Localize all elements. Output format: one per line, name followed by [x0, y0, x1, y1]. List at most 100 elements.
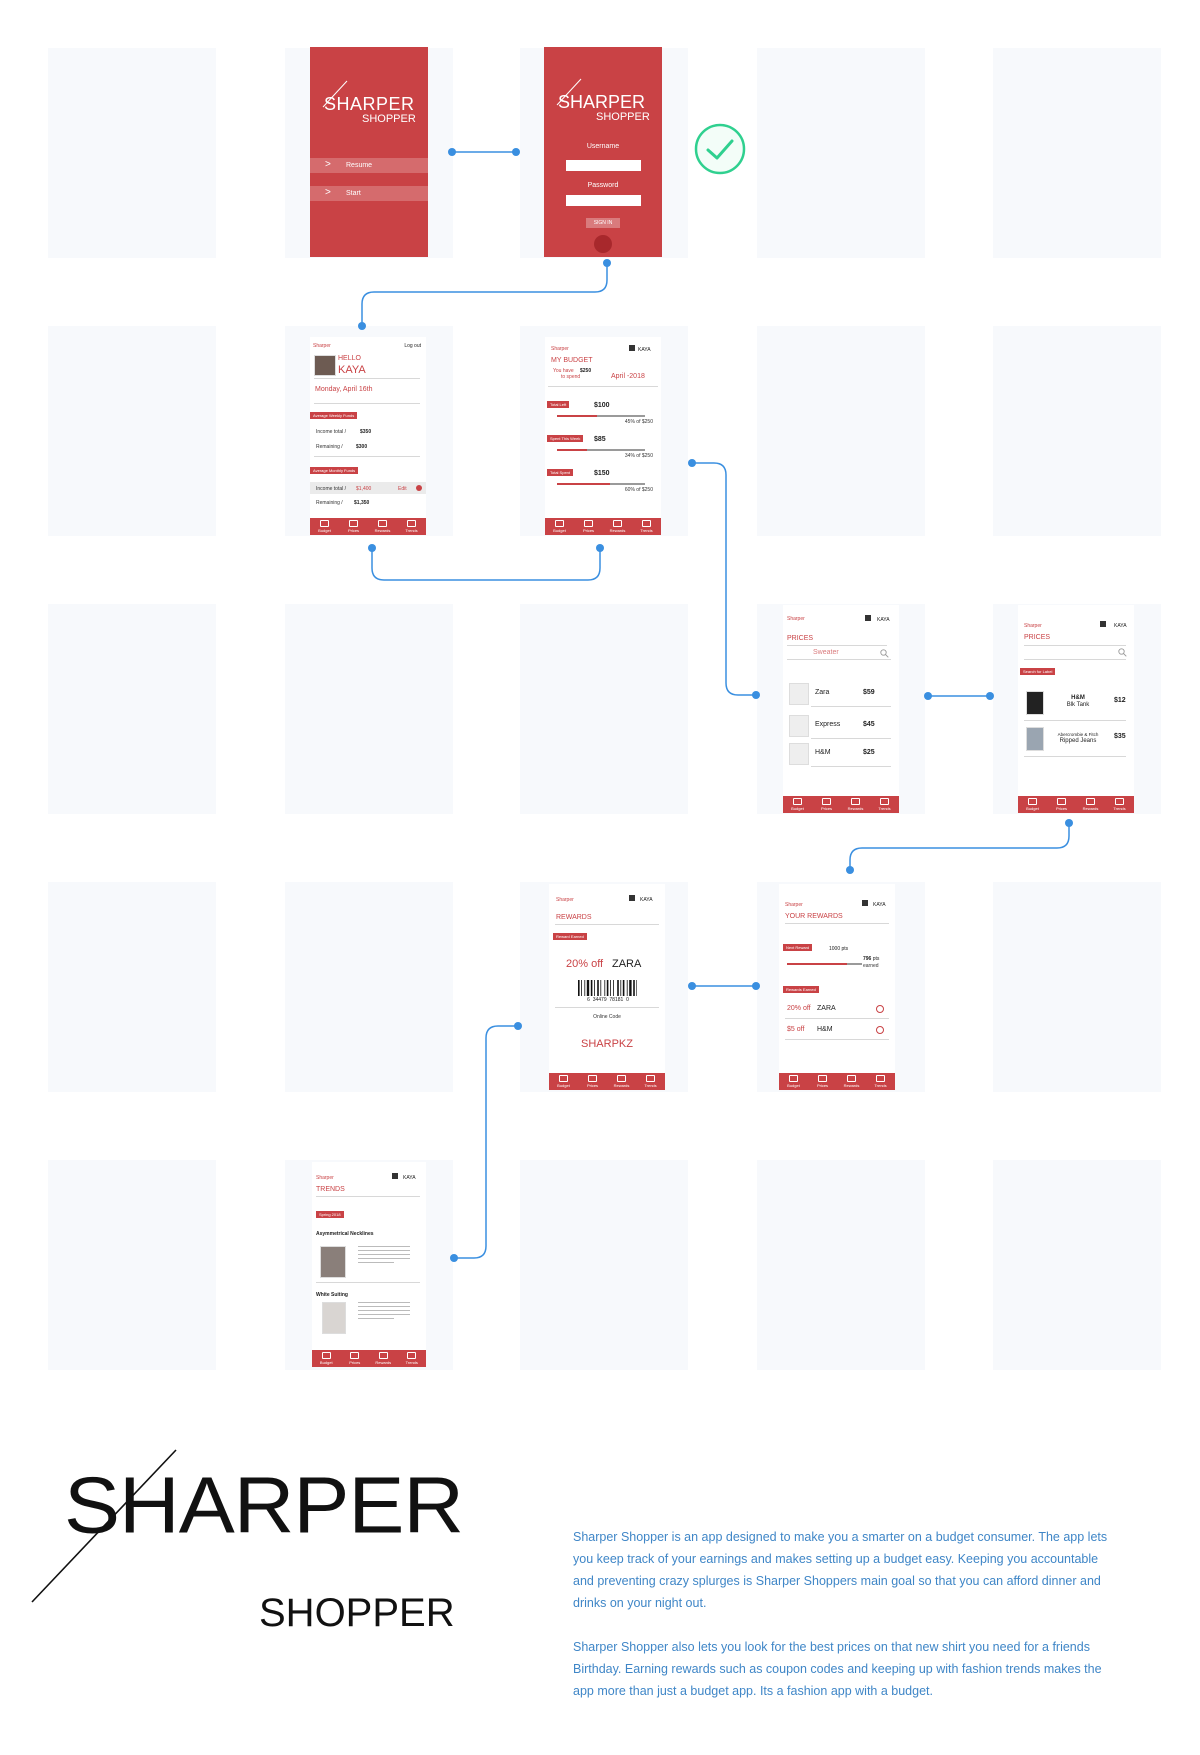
grid-cell-r5-c5 — [993, 1160, 1161, 1370]
barcode-bar — [594, 980, 595, 996]
logout-link[interactable]: Log out — [404, 343, 421, 349]
price-list-item[interactable]: H&M$25 — [783, 743, 899, 769]
nav-item-rewards[interactable]: Rewards — [1076, 796, 1105, 813]
nav-item-prices[interactable]: Prices — [341, 1350, 370, 1367]
greeting: HELLO — [338, 355, 361, 362]
nav-item-budget[interactable]: Budget — [545, 518, 574, 535]
nav-item-trends[interactable]: Trends — [397, 518, 426, 535]
edit-button[interactable]: Edit — [398, 486, 407, 492]
trend-section-1: Asymmetrical Necklines — [316, 1231, 374, 1237]
nav-item-trends[interactable]: Trends — [636, 1073, 665, 1090]
have-amount: $250 — [580, 368, 592, 374]
rewards-icon — [847, 1075, 856, 1082]
nav-item-budget[interactable]: Budget — [783, 796, 812, 813]
search-input[interactable]: Sweater — [813, 649, 839, 656]
grid-cell-r4-c2 — [285, 882, 453, 1092]
nav-item-rewards[interactable]: Rewards — [607, 1073, 636, 1090]
nav-item-label: Budget — [319, 1360, 333, 1365]
edit-dot-icon — [416, 485, 422, 491]
signin-button[interactable]: SIGN IN — [586, 218, 620, 228]
nav-item-label: Prices — [586, 1083, 599, 1088]
nav-item-prices[interactable]: Prices — [808, 1073, 837, 1090]
page-title: REWARDS — [556, 914, 592, 921]
menu-start-label: Start — [346, 190, 361, 197]
nav-item-label: Rewards — [374, 528, 391, 533]
user-label: KAYA — [638, 347, 651, 353]
product-thumbnail — [1026, 727, 1044, 751]
nav-item-budget[interactable]: Budget — [549, 1073, 578, 1090]
menu-resume[interactable]: > Resume — [310, 158, 428, 173]
budget-amount: $150 — [594, 470, 610, 477]
brand-label: Sharper — [313, 343, 331, 349]
nav-item-trends[interactable]: Trends — [870, 796, 899, 813]
info-icon[interactable] — [876, 1005, 884, 1013]
nav-item-budget[interactable]: Budget — [779, 1073, 808, 1090]
signin-logo-small: SHOPPER — [596, 111, 650, 123]
nav-item-label: Trends — [878, 806, 891, 811]
nav-item-trends[interactable]: Trends — [632, 518, 661, 535]
search-icon[interactable] — [880, 649, 889, 658]
reward-offer: 20% off — [787, 1005, 811, 1012]
price-list-item[interactable]: Zara $59 — [783, 683, 899, 709]
budget-amount: $100 — [594, 402, 610, 409]
reward-offer: $5 off — [787, 1026, 805, 1033]
nav-item-prices[interactable]: Prices — [1047, 796, 1076, 813]
nav-item-prices[interactable]: Prices — [574, 518, 603, 535]
store-name: Zara — [815, 689, 830, 696]
nav-item-budget[interactable]: Budget — [1018, 796, 1047, 813]
trends-icon — [407, 1352, 417, 1359]
nav-item-trends[interactable]: Trends — [866, 1073, 895, 1090]
info-icon[interactable] — [876, 1026, 884, 1034]
fingerprint-icon[interactable] — [594, 235, 612, 253]
nav-item-label: Budget — [791, 806, 804, 811]
price-value: $59 — [863, 689, 875, 696]
avatar-icon — [1100, 621, 1106, 627]
nav-item-rewards[interactable]: Rewards — [603, 518, 632, 535]
trend-section-2: White Suiting — [316, 1292, 348, 1298]
nav-item-trends[interactable]: Trends — [1105, 796, 1134, 813]
nav-item-label: Budget — [318, 528, 331, 533]
prices-search-screen: Sharper KAYA PRICES Search for Label H&M… — [1018, 605, 1134, 813]
nav-item-rewards[interactable]: Rewards — [841, 796, 870, 813]
nav-item-prices[interactable]: Prices — [812, 796, 841, 813]
monthly-income: $1,400 — [356, 486, 372, 492]
password-input[interactable] — [566, 195, 641, 206]
nav-item-prices[interactable]: Prices — [339, 518, 368, 535]
nav-item-rewards[interactable]: Rewards — [368, 518, 397, 535]
nav-item-budget[interactable]: Budget — [312, 1350, 341, 1367]
username-input[interactable] — [566, 160, 641, 171]
search-icon[interactable] — [1118, 648, 1127, 657]
nav-item-budget[interactable]: Budget — [310, 518, 339, 535]
prices-icon — [1057, 798, 1066, 805]
user-label: KAYA — [877, 617, 890, 623]
search-label-tag: Search for Label — [1020, 668, 1056, 675]
weekly-tag: Average Weekly Funds — [310, 412, 358, 419]
brand-logo-small: SHOPPER — [259, 1591, 455, 1635]
avatar-icon — [629, 345, 635, 351]
signin-screen: SHARPER SHOPPER Username Password SIGN I… — [544, 47, 662, 257]
nav-item-label: Prices — [349, 1360, 361, 1365]
nav-item-rewards[interactable]: Rewards — [837, 1073, 866, 1090]
product-brand: H&M — [1071, 695, 1085, 701]
budget-tag: Total Spent — [547, 469, 574, 476]
brand-label: Sharper — [316, 1175, 334, 1181]
monthly-income-row[interactable]: Income total / $1,400 Edit — [310, 482, 426, 494]
online-code[interactable]: SHARPKZ — [581, 1038, 633, 1050]
budget-progress-fill — [557, 483, 610, 485]
description-paragraph-2: Sharper Shopper also lets you look for t… — [573, 1640, 1102, 1698]
nav-item-rewards[interactable]: Rewards — [369, 1350, 398, 1367]
menu-start[interactable]: > Start — [310, 186, 428, 201]
price-list-item[interactable]: Express$45 — [783, 715, 899, 741]
online-code-label: Online Code — [593, 1014, 621, 1020]
points-goal: 1000 pts — [829, 946, 849, 952]
grid-cell-r4-c5 — [993, 882, 1161, 1092]
brand-label: Sharper — [1024, 623, 1042, 629]
nav-item-prices[interactable]: Prices — [578, 1073, 607, 1090]
budget-icon — [789, 1075, 798, 1082]
nav-item-trends[interactable]: Trends — [398, 1350, 427, 1367]
